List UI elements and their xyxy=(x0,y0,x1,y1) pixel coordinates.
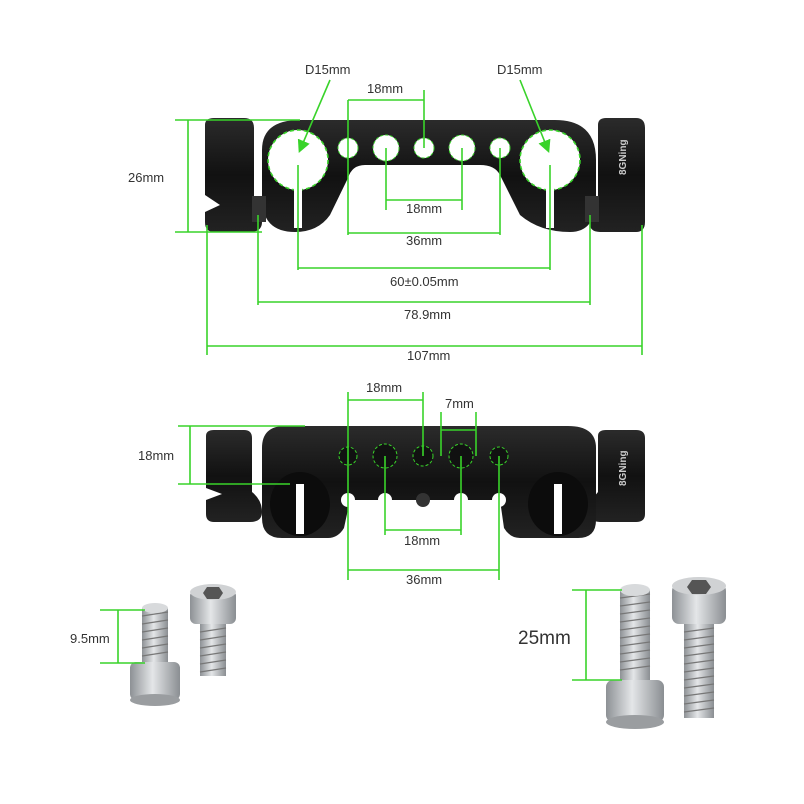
label-short-screw-length: 9.5mm xyxy=(70,631,110,646)
label-side-18mm-bottom: 18mm xyxy=(404,533,440,548)
label-side-18mm-height: 18mm xyxy=(138,448,174,463)
side-view-dimensions xyxy=(178,392,500,580)
short-screw-1 xyxy=(130,603,180,706)
side-left-knob xyxy=(206,430,262,522)
label-hole-spacing-mid: 18mm xyxy=(406,201,442,216)
label-hole-spacing-top: 18mm xyxy=(367,81,403,96)
rod-hole-left xyxy=(268,130,328,190)
side-right-knob xyxy=(589,430,645,522)
label-side-18mm-top: 18mm xyxy=(366,380,402,395)
top-view-labels: D15mm D15mm 18mm 18mm 36mm 60±0.05mm 78.… xyxy=(128,62,543,363)
short-screw-2 xyxy=(190,584,236,676)
label-60mm: 60±0.05mm xyxy=(390,274,459,289)
label-36mm-top: 36mm xyxy=(406,233,442,248)
label-side-36mm: 36mm xyxy=(406,572,442,587)
label-long-screw-length: 25mm xyxy=(518,628,571,649)
screw-labels: 9.5mm 25mm xyxy=(70,628,571,649)
right-knob xyxy=(589,118,645,232)
label-107mm: 107mm xyxy=(407,348,450,363)
long-screw-1 xyxy=(606,584,664,729)
long-screw-2 xyxy=(672,577,726,718)
label-d15-right: D15mm xyxy=(497,62,543,77)
brand-logo-side: 8GNing xyxy=(618,450,629,486)
side-view-labels: 18mm 7mm 18mm 18mm 36mm xyxy=(138,380,474,587)
side-view-clamp: 8GNing xyxy=(206,426,645,538)
top-view-dimensions xyxy=(175,79,643,355)
label-26mm: 26mm xyxy=(128,170,164,185)
rod-hole-right xyxy=(520,130,580,190)
left-knob xyxy=(205,118,262,232)
brand-logo-top: 8GNing xyxy=(618,139,629,175)
screw-dimensions xyxy=(100,589,622,681)
label-78-9mm: 78.9mm xyxy=(404,307,451,322)
label-d15-left: D15mm xyxy=(305,62,351,77)
label-side-7mm: 7mm xyxy=(445,396,474,411)
